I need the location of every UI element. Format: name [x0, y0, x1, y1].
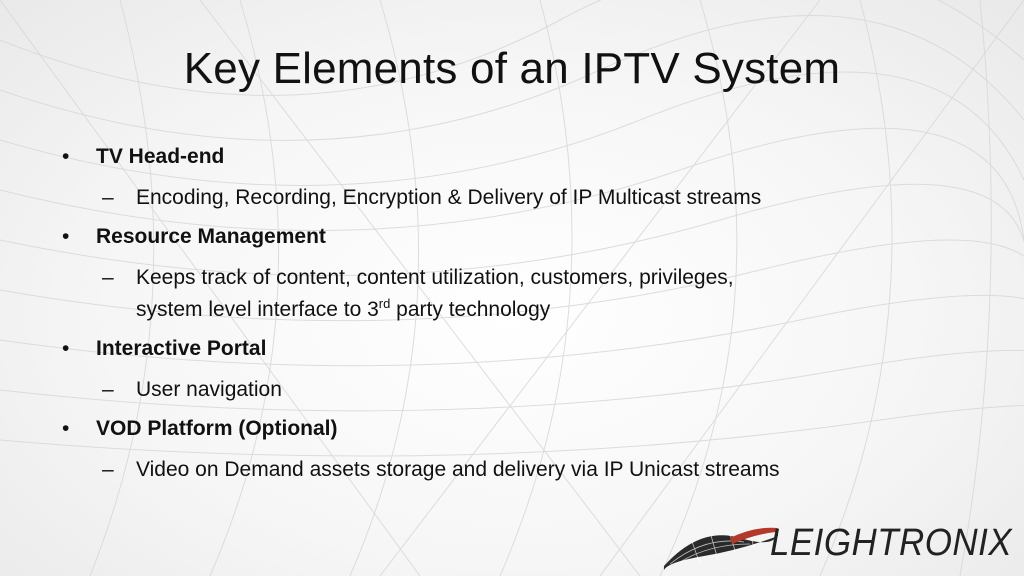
bullet-heading-text: VOD Platform (Optional): [96, 417, 338, 440]
sub-bullet-text: Video on Demand assets storage and deliv…: [136, 458, 780, 481]
list-item: • Interactive Portal – User navigation: [62, 334, 962, 406]
bullet-icon: •: [62, 337, 70, 360]
superscript-text: rd: [378, 296, 391, 311]
bullet-heading: • VOD Platform (Optional): [62, 414, 962, 444]
bullet-heading-text: TV Head-end: [96, 145, 225, 168]
dash-icon: –: [102, 458, 114, 481]
bullet-heading: • Resource Management: [62, 222, 962, 252]
sub-bullet: – Encoding, Recording, Encryption & Deli…: [102, 182, 936, 214]
company-logo: LEIGHTRONIX: [660, 516, 1012, 572]
bullet-list: • TV Head-end – Encoding, Recording, Enc…: [62, 142, 962, 494]
dash-icon: –: [102, 378, 114, 401]
sub-bullet: – Video on Demand assets storage and del…: [102, 454, 936, 486]
bullet-heading: • Interactive Portal: [62, 334, 962, 364]
wireframe-wave-icon: [664, 527, 779, 570]
bullet-heading: • TV Head-end: [62, 142, 962, 172]
sub-bullet: – Keeps track of content, content utiliz…: [102, 262, 936, 326]
sub-bullet-text-line1: Keeps track of content, content utilizat…: [136, 266, 734, 289]
sub-bullet-text-line2-after: party technology: [390, 298, 551, 321]
bullet-heading-text: Resource Management: [96, 225, 326, 248]
slide-title: Key Elements of an IPTV System: [183, 44, 841, 93]
sub-bullet-text: User navigation: [136, 378, 282, 401]
logo-text: LEIGHTRONIX: [770, 522, 1013, 564]
bullet-heading-text: Interactive Portal: [96, 337, 267, 360]
sub-bullet: – User navigation: [102, 374, 936, 406]
bullet-icon: •: [62, 145, 70, 168]
bullet-icon: •: [62, 417, 70, 440]
dash-icon: –: [102, 266, 114, 289]
sub-bullet-text-line2-before: system level interface to 3: [136, 298, 379, 321]
list-item: • TV Head-end – Encoding, Recording, Enc…: [62, 142, 962, 214]
dash-icon: –: [102, 186, 114, 209]
bullet-icon: •: [62, 225, 70, 248]
list-item: • VOD Platform (Optional) – Video on Dem…: [62, 414, 962, 486]
sub-bullet-text: Encoding, Recording, Encryption & Delive…: [136, 186, 762, 209]
list-item: • Resource Management – Keeps track of c…: [62, 222, 962, 326]
